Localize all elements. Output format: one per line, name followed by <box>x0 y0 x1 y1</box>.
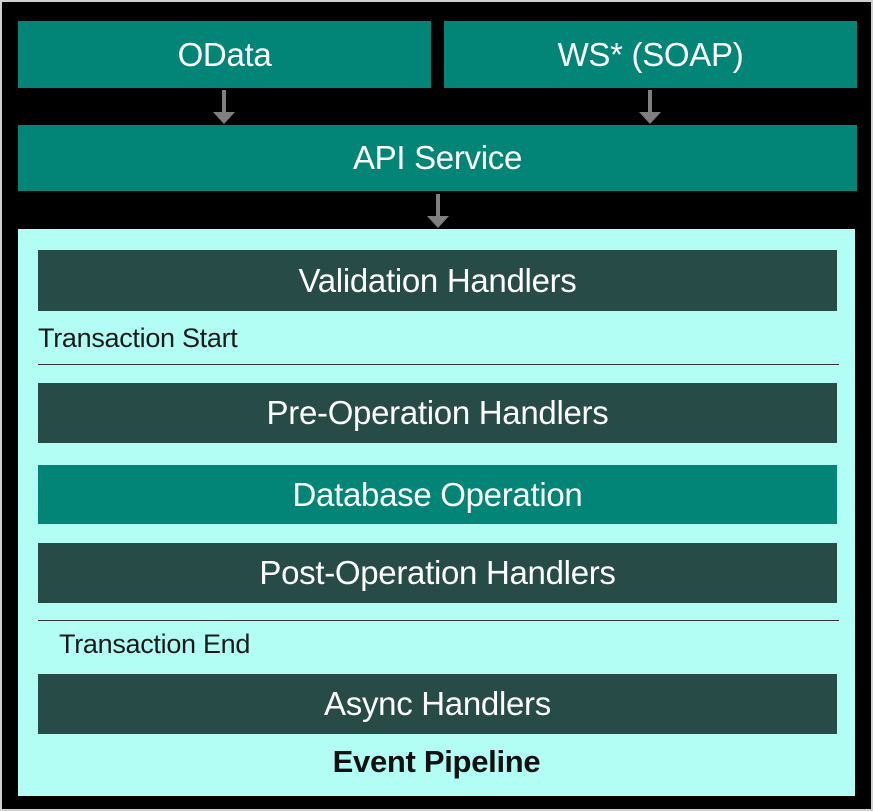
transaction-start-divider <box>38 364 839 365</box>
event-pipeline-title: Event Pipeline <box>332 744 541 779</box>
transaction-start-label: Transaction Start <box>38 323 238 353</box>
odata-box: OData <box>18 21 431 88</box>
post-operation-handlers-label: Post-Operation Handlers <box>259 554 616 591</box>
api-service-label: API Service <box>352 139 523 176</box>
arrow-down-icon <box>639 90 661 124</box>
arrow-down-icon <box>213 90 235 124</box>
odata-label: OData <box>177 35 272 73</box>
arrow-stem <box>222 90 226 112</box>
database-operation-label: Database Operation <box>292 475 583 513</box>
async-handlers-box: Async Handlers <box>38 674 837 734</box>
arrow-stem <box>436 194 440 216</box>
arrow-down-icon <box>427 194 449 228</box>
validation-handlers-label: Validation Handlers <box>298 261 577 299</box>
ws-soap-box: WS* (SOAP) <box>444 21 857 88</box>
arrow-head <box>427 216 449 228</box>
async-handlers-label: Async Handlers <box>324 685 551 722</box>
ws-soap-label: WS* (SOAP) <box>557 35 744 73</box>
transaction-end-label: Transaction End <box>59 629 251 659</box>
arrow-head <box>639 112 661 124</box>
transaction-end-divider <box>38 620 839 621</box>
pre-operation-handlers-box: Pre-Operation Handlers <box>38 383 837 443</box>
event-pipeline-container: Validation Handlers Transaction Start Pr… <box>18 229 855 796</box>
pre-operation-handlers-label: Pre-Operation Handlers <box>266 394 609 431</box>
post-operation-handlers-box: Post-Operation Handlers <box>38 543 837 603</box>
database-operation-box: Database Operation <box>38 465 837 524</box>
arrow-head <box>213 112 235 124</box>
validation-handlers-box: Validation Handlers <box>38 250 837 311</box>
arrow-stem <box>648 90 652 112</box>
api-service-box: API Service <box>18 125 857 191</box>
